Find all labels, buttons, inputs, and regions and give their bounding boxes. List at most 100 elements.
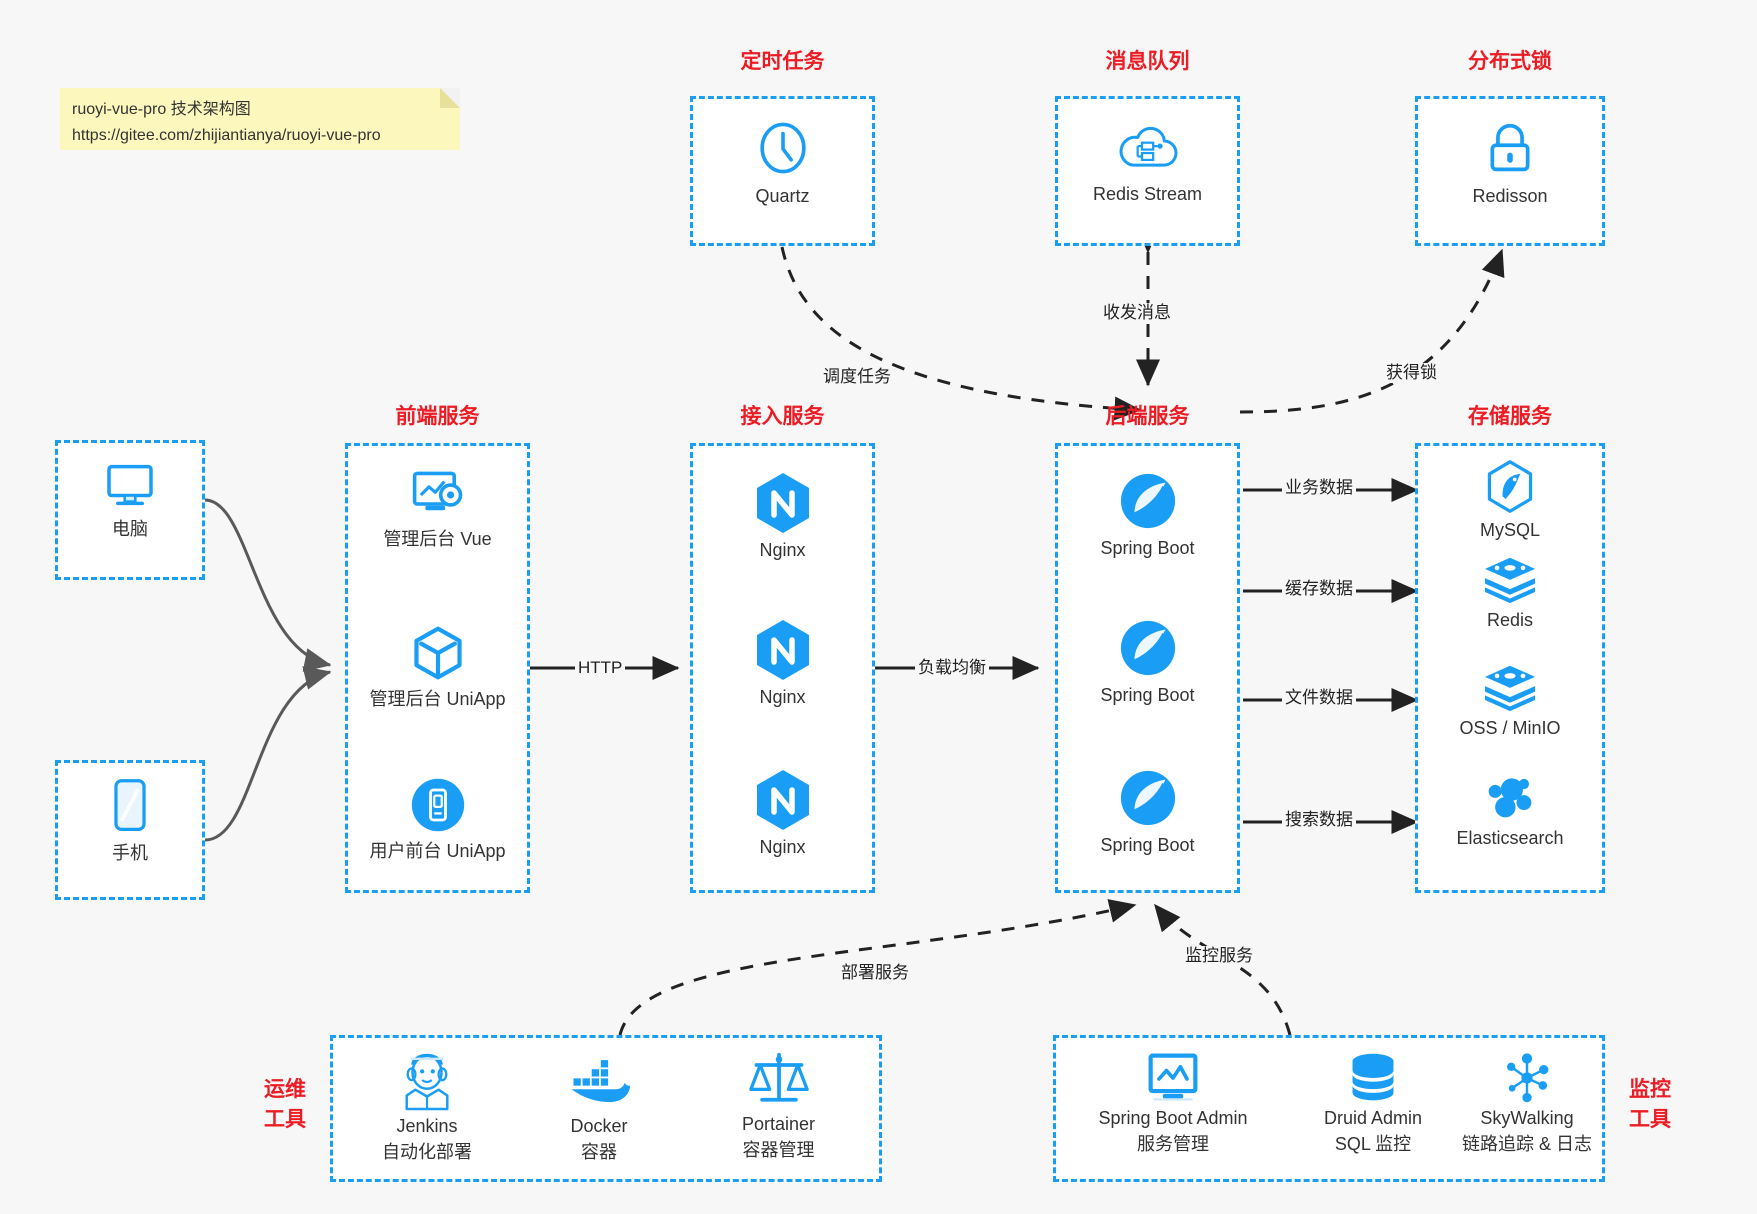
edge-label-monitor-service: 监控服务	[1182, 946, 1256, 966]
node-label: Spring Boot	[1100, 835, 1195, 855]
group-title-backend: 后端服务	[1105, 405, 1190, 428]
node-docker[interactable]: Docker 容器	[519, 1051, 679, 1165]
cube-icon	[413, 626, 462, 680]
node-nginx-3[interactable]: Nginx	[693, 768, 872, 859]
spring-icon	[1120, 770, 1175, 826]
note-title: ruoyi-vue-pro 技术架构图	[72, 101, 251, 118]
node-admin-uniapp[interactable]: 管理后台 UniApp	[348, 624, 527, 711]
node-mysql[interactable]: MySQL	[1418, 458, 1602, 542]
node-label: Jenkins	[396, 1116, 458, 1136]
edge-label-cache-data: 缓存数据	[1282, 579, 1356, 599]
group-title-devops: 运维 工具	[255, 1075, 315, 1135]
group-devops: Jenkins 自动化部署 Docker 容器	[330, 1035, 882, 1182]
node-sublabel: 自动化部署	[382, 1142, 472, 1162]
node-portainer[interactable]: Portainer 容器管理	[691, 1049, 866, 1163]
spring-icon	[1120, 620, 1175, 676]
node-label: Portainer	[741, 1114, 816, 1134]
group-title-mq: 消息队列	[1105, 50, 1190, 73]
node-spring-boot-admin[interactable]: Spring Boot Admin 服务管理	[1064, 1051, 1282, 1157]
nginx-icon	[756, 770, 809, 830]
diagram-note: ruoyi-vue-pro 技术架构图 https://gitee.com/zh…	[60, 88, 460, 150]
node-user-uniapp[interactable]: 用户前台 UniApp	[348, 776, 527, 863]
node-label: Redis	[1486, 610, 1534, 630]
group-client-mobile: 手机	[55, 760, 205, 900]
node-jenkins[interactable]: Jenkins 自动化部署	[347, 1051, 507, 1165]
edge-label-search-data: 搜索数据	[1282, 810, 1356, 830]
node-redis[interactable]: Redis	[1418, 554, 1602, 632]
node-sublabel: 链路追踪 & 日志	[1461, 1134, 1592, 1154]
elasticsearch-icon	[1488, 778, 1532, 818]
node-label: Druid Admin	[1323, 1108, 1423, 1128]
group-lock: Redisson	[1415, 96, 1605, 246]
node-label: 用户前台 UniApp	[369, 841, 506, 861]
node-elasticsearch[interactable]: Elasticsearch	[1418, 771, 1602, 850]
node-label: SkyWalking	[1480, 1108, 1574, 1128]
node-nginx-1[interactable]: Nginx	[693, 471, 872, 562]
group-title-devops-line2: 工具	[264, 1108, 306, 1131]
node-oss-minio[interactable]: OSS / MinIO	[1418, 662, 1602, 740]
group-monitor: Spring Boot Admin 服务管理 Druid Admin SQL 监…	[1053, 1035, 1605, 1182]
node-label: 手机	[112, 843, 148, 863]
node-sublabel: 容器管理	[742, 1140, 815, 1160]
edge-label-deploy-service: 部署服务	[838, 963, 912, 983]
node-label: Spring Boot	[1100, 538, 1195, 558]
mysql-icon	[1487, 460, 1533, 513]
node-skywalking[interactable]: SkyWalking 链路追踪 & 日志	[1452, 1051, 1602, 1157]
edge-label-acquire-lock: 获得锁	[1383, 363, 1440, 383]
note-fold-icon	[440, 88, 460, 108]
group-frontend: 管理后台 Vue 管理后台 UniApp 用户前台 UniApp	[345, 443, 530, 893]
node-label: 电脑	[112, 519, 148, 539]
node-mobile[interactable]: 手机	[58, 777, 202, 865]
edge-label-file-data: 文件数据	[1282, 688, 1356, 708]
redis-icon	[1485, 665, 1535, 712]
edge-label-business-data: 业务数据	[1282, 478, 1356, 498]
group-title-monitor: 监控 工具	[1620, 1075, 1680, 1135]
group-title-storage: 存储服务	[1468, 405, 1552, 428]
group-client-pc: 电脑	[55, 440, 205, 580]
node-redisson[interactable]: Redisson	[1418, 119, 1602, 208]
node-label: Nginx	[759, 687, 806, 707]
edge-label-send-receive-message: 收发消息	[1100, 303, 1174, 323]
edge-label-load-balance: 负载均衡	[915, 658, 989, 678]
cloud-queue-icon	[1119, 126, 1177, 167]
node-quartz[interactable]: Quartz	[693, 119, 872, 208]
node-label: OSS / MinIO	[1459, 718, 1561, 738]
node-label: 管理后台 Vue	[383, 529, 492, 549]
node-nginx-2[interactable]: Nginx	[693, 618, 872, 709]
node-redis-stream[interactable]: Redis Stream	[1058, 121, 1237, 206]
node-admin-vue[interactable]: 管理后台 Vue	[348, 468, 527, 551]
edge-label-http: HTTP	[575, 658, 626, 678]
node-springboot-2[interactable]: Spring Boot	[1058, 618, 1237, 707]
node-druid-admin[interactable]: Druid Admin SQL 监控	[1293, 1051, 1453, 1157]
group-mq: Redis Stream	[1055, 96, 1240, 246]
node-label: Docker	[570, 1116, 628, 1136]
group-title-lock: 分布式锁	[1468, 50, 1552, 73]
docker-icon	[571, 1060, 630, 1103]
jenkins-icon	[405, 1053, 449, 1111]
node-label: Nginx	[759, 837, 806, 857]
note-url: https://gitee.com/zhijiantianya/ruoyi-vu…	[72, 127, 381, 144]
node-label: Redisson	[1472, 186, 1548, 206]
group-title-frontend: 前端服务	[395, 405, 480, 428]
node-springboot-1[interactable]: Spring Boot	[1058, 471, 1237, 560]
node-label: Spring Boot	[1100, 685, 1195, 705]
group-title-devops-line1: 运维	[264, 1078, 306, 1101]
node-sublabel: SQL 监控	[1334, 1134, 1412, 1154]
node-springboot-3[interactable]: Spring Boot	[1058, 768, 1237, 857]
node-label: MySQL	[1479, 520, 1540, 540]
desktop-icon	[107, 464, 153, 506]
group-title-monitor-line1: 监控	[1629, 1078, 1671, 1101]
nginx-icon	[756, 620, 809, 680]
node-pc[interactable]: 电脑	[58, 459, 202, 541]
skywalking-icon	[1506, 1053, 1549, 1103]
lock-icon	[1490, 123, 1530, 172]
spring-icon	[1120, 473, 1175, 529]
group-scheduler: Quartz	[690, 96, 875, 246]
node-label: Spring Boot Admin	[1098, 1108, 1248, 1128]
node-sublabel: 服务管理	[1137, 1134, 1209, 1154]
group-gateway: Nginx Nginx Nginx	[690, 443, 875, 893]
monitor-icon	[1148, 1053, 1198, 1101]
nginx-icon	[756, 473, 809, 533]
phone-icon	[114, 779, 146, 832]
